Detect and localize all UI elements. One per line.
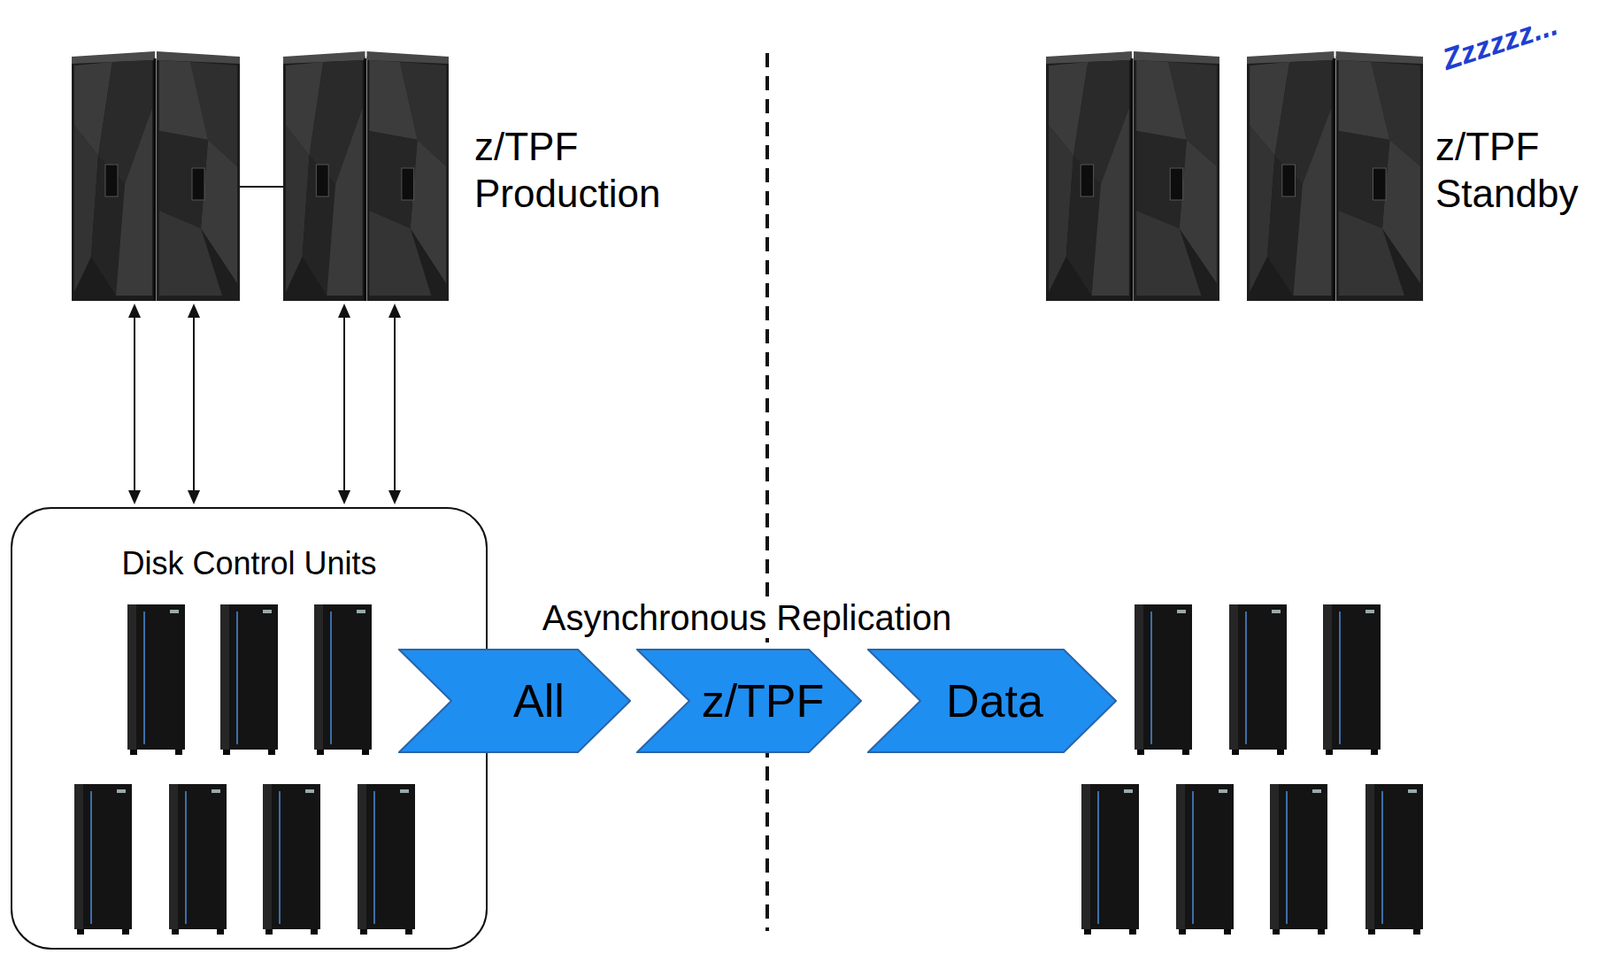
node-title: z/TPF: [701, 673, 825, 729]
site-divider: [765, 53, 770, 931]
disk-unit: [1323, 604, 1381, 755]
arrow-head: [338, 303, 351, 318]
sleep-mark: Zzzzzz...: [1438, 7, 1562, 77]
disk-unit: [1176, 784, 1234, 935]
arrow-shaft: [343, 315, 346, 493]
arrow-shaft: [133, 315, 136, 493]
node-title: Disk Control Units: [121, 544, 377, 583]
disk-unit: [1365, 784, 1424, 935]
node-title: z/TPF Standby: [1435, 123, 1595, 218]
mainframe-group: z/TPF Standby: [1046, 51, 1597, 301]
disk-unit: [1269, 784, 1328, 935]
disk-unit: [1081, 784, 1139, 935]
mainframe-link: [239, 185, 284, 188]
node-title: z/TPF Production: [474, 123, 678, 218]
arrow-head: [128, 490, 141, 505]
disk-unit: [169, 784, 227, 935]
mainframe-group: z/TPF Production: [71, 51, 680, 301]
double-arrow: [388, 303, 401, 505]
chevron-fill: [637, 649, 862, 753]
disk-cluster-box: Disk Control Units: [10, 507, 488, 950]
disk-unit: [1134, 604, 1193, 755]
double-arrow: [128, 303, 141, 505]
arrow-head: [187, 303, 200, 318]
disk-unit: [314, 604, 372, 755]
disk-unit: [74, 784, 132, 935]
mainframe: [283, 51, 449, 301]
arrow-head: [128, 303, 141, 318]
arrow-shaft: [192, 315, 195, 493]
chevron-fill: [399, 649, 631, 753]
mainframe: [1046, 51, 1220, 301]
arrow-head: [187, 490, 200, 505]
disk-unit: [220, 604, 278, 755]
double-arrow: [187, 303, 200, 505]
mainframe: [1246, 51, 1424, 301]
arrow-head: [338, 490, 351, 505]
disk-unit: [357, 784, 416, 935]
disk-unit: [1229, 604, 1287, 755]
replication-caption: Asynchronous Replication: [537, 597, 957, 639]
node-title: All: [513, 673, 565, 729]
disk-unit: [262, 784, 321, 935]
arrow-shaft: [393, 315, 396, 493]
replication-chevron: Data: [867, 648, 1117, 754]
arrow-head: [388, 490, 401, 505]
double-arrow: [338, 303, 351, 505]
chevron-fill: [868, 649, 1116, 753]
replication-chevron: z/TPF: [636, 648, 862, 754]
replication-chevron: All: [398, 648, 631, 754]
arrow-head: [388, 303, 401, 318]
mainframe: [71, 51, 240, 301]
disk-unit: [127, 604, 185, 755]
node-title: Data: [946, 673, 1044, 729]
